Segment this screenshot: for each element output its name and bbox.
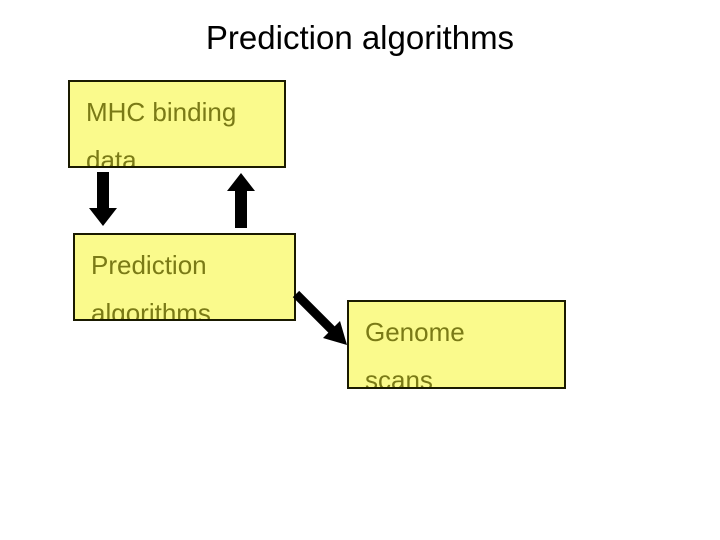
flow-box-label-line: data	[86, 145, 137, 168]
flow-box-label-line: scans	[365, 365, 433, 389]
arrow-down-right-icon	[292, 290, 347, 345]
flow-box-mhc-binding-data[interactable]: MHC binding data	[68, 80, 286, 168]
flow-box-label-line: Prediction	[91, 250, 207, 280]
flow-box-genome-scans[interactable]: Genome scans	[347, 300, 566, 389]
arrow-up-icon	[227, 173, 255, 228]
arrow-down-icon	[89, 172, 117, 226]
flow-box-prediction-algorithms[interactable]: Prediction algorithms	[73, 233, 296, 321]
flow-box-label-line: Genome	[365, 317, 465, 347]
flow-box-label-line: MHC binding	[86, 97, 237, 127]
flow-box-label-line: algorithms	[91, 298, 211, 321]
page-title: Prediction algorithms	[205, 19, 515, 56]
